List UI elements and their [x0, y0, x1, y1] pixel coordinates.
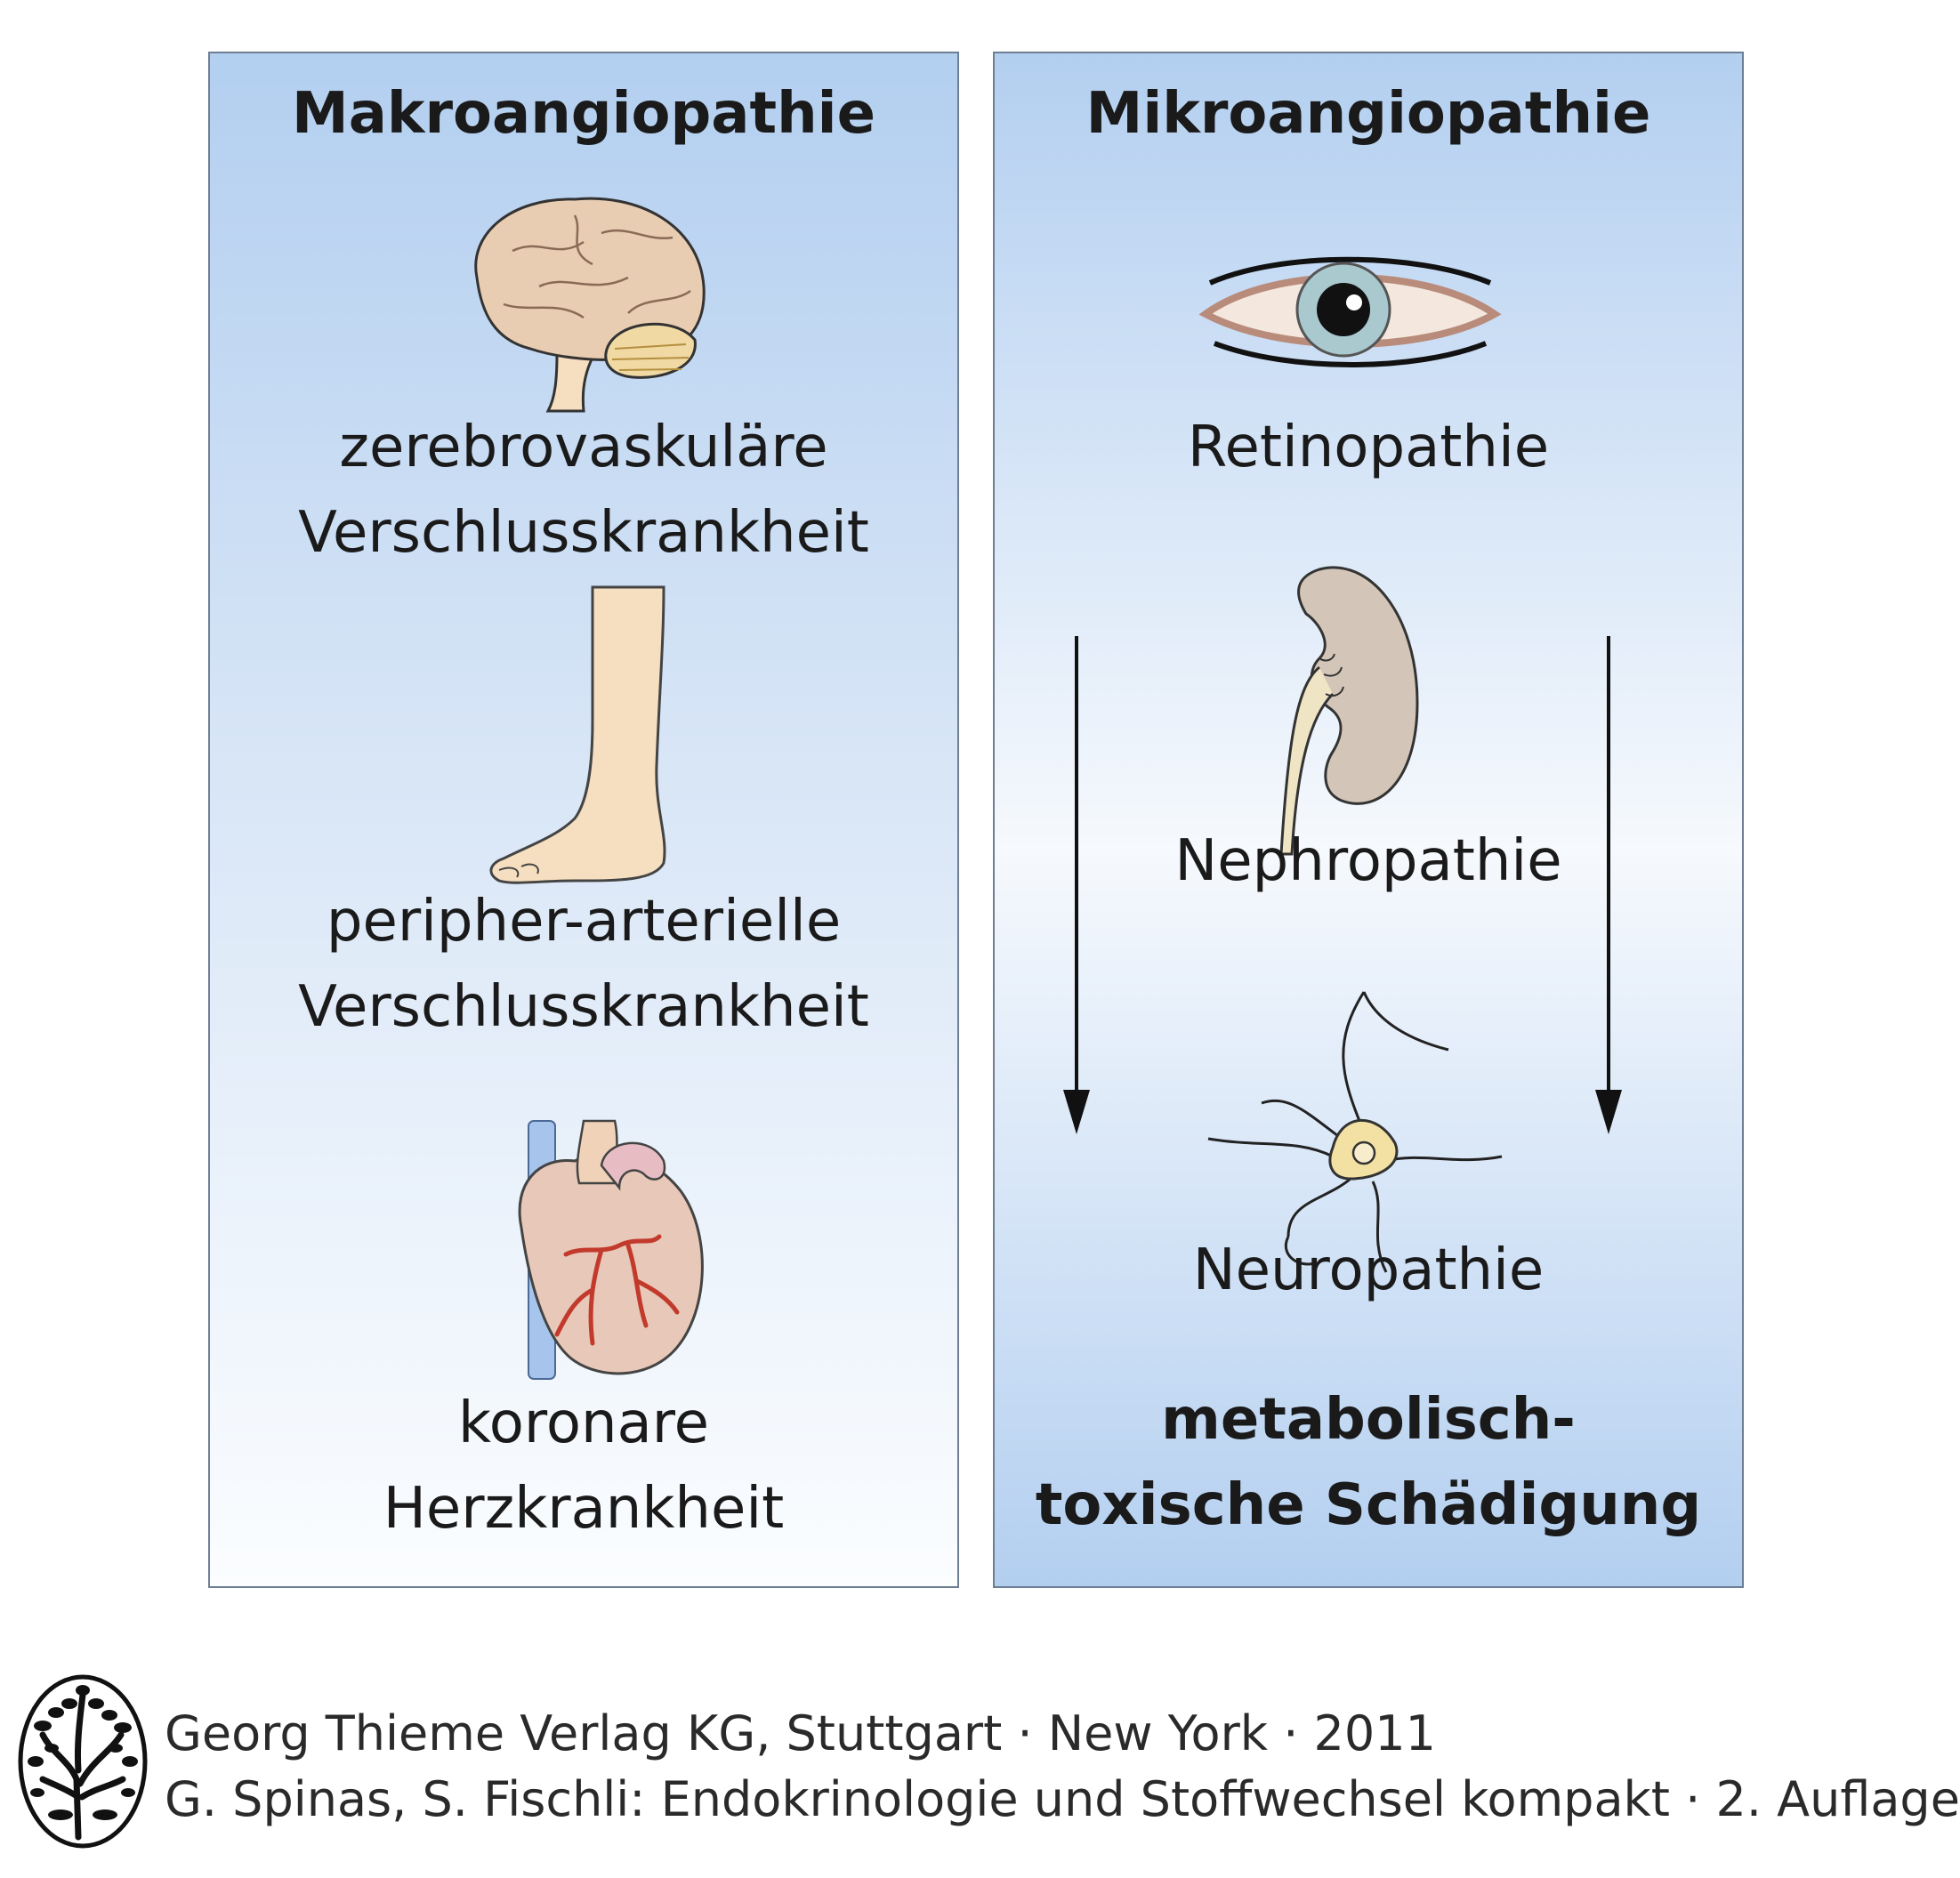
- label-koronare-line1: koronare: [457, 1390, 710, 1456]
- label-zerebrovaskulaer-line2: Verschlusskrankheit: [298, 500, 869, 566]
- down-arrow-left-icon: [1063, 636, 1090, 1134]
- publisher-tree-logo: [18, 1674, 148, 1849]
- down-arrow-right-icon: [1595, 636, 1622, 1134]
- label-retinopathie: Retinopathie: [1187, 415, 1550, 480]
- mikroangiopathie-panel: Mikroangiopathie Retinopathie Nephropath…: [993, 52, 1744, 1588]
- credit-line-2: G. Spinas, S. Fischli: Endokrinologie un…: [165, 1771, 1960, 1827]
- foot-icon: [489, 585, 666, 884]
- label-zerebrovaskulaer-line1: zerebrovaskuläre: [339, 415, 828, 480]
- credit-line-1: Georg Thieme Verlag KG, Stuttgart · New …: [165, 1705, 1436, 1761]
- makroangiopathie-panel: Makroangiopathie zerebrovaskuläre Versch…: [208, 52, 959, 1588]
- label-metabolisch-line1: metabolisch-: [1161, 1387, 1576, 1453]
- label-nephropathie: Nephropathie: [1174, 828, 1562, 894]
- heart-icon: [518, 1119, 704, 1380]
- label-metabolisch-line2: toxische Schädigung: [1035, 1472, 1702, 1538]
- publisher-credit: Georg Thieme Verlag KG, Stuttgart · New …: [165, 1701, 1960, 1833]
- label-peripher-line1: peripher-arterielle: [326, 889, 842, 955]
- label-neuropathie: Neuropathie: [1192, 1237, 1545, 1303]
- kidney-icon: [1279, 566, 1419, 856]
- brain-icon: [474, 197, 706, 413]
- panel-title-mikro: Mikroangiopathie: [1085, 81, 1651, 147]
- label-koronare-line2: Herzkrankheit: [383, 1476, 785, 1542]
- panel-title-makro: Makroangiopathie: [292, 81, 875, 147]
- neuron-icon: [1207, 991, 1503, 1273]
- eye-icon: [1198, 256, 1502, 367]
- label-peripher-line2: Verschlusskrankheit: [298, 974, 869, 1040]
